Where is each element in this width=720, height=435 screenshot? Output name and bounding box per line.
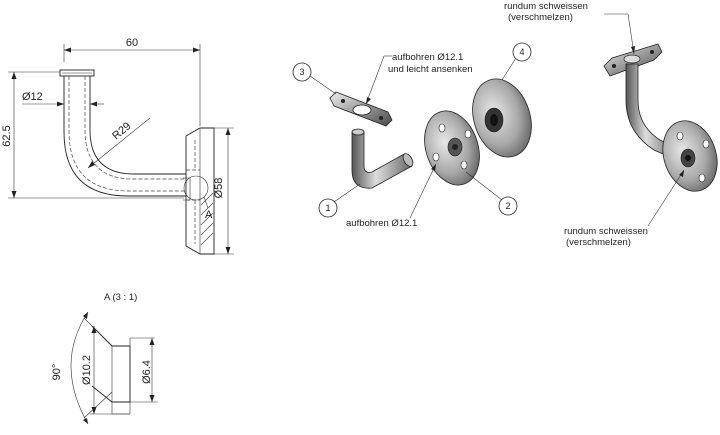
section-ref-label: A <box>205 209 213 221</box>
part-1-bent-tube <box>351 128 414 189</box>
dim-bend-radius: R29 <box>110 120 133 142</box>
callout-4: 4 <box>501 42 532 81</box>
svg-text:aufbohren Ø12.1: aufbohren Ø12.1 <box>346 218 417 229</box>
detail-profile <box>91 325 131 403</box>
detail-title: A (3 : 1) <box>104 292 137 303</box>
svg-text:3: 3 <box>299 67 304 77</box>
exploded-view <box>329 78 532 189</box>
callout-1: 1 <box>318 183 361 218</box>
side-view: 60 62.5 Ø12 R29 Ø58 A <box>1 37 234 255</box>
detail-a: A (3 : 1) 90° Ø10.2 Ø6.4 <box>51 292 158 425</box>
note-drill-countersink: aufbohren Ø12.1 und leicht ansenken <box>365 52 473 105</box>
svg-text:4: 4 <box>519 47 524 57</box>
note-drill: aufbohren Ø12.1 <box>346 163 437 229</box>
note-weld-top: rundum schweissen (verschmelzen) <box>504 1 635 55</box>
dim-width: 60 <box>126 37 138 49</box>
detail-outer-diameter: Ø10.2 <box>81 355 93 385</box>
svg-text:(verschmelzen): (verschmelzen) <box>566 237 631 248</box>
callout-3: 3 <box>292 62 337 95</box>
tube-outline <box>63 74 186 197</box>
svg-text:2: 2 <box>505 201 510 211</box>
svg-text:und leicht ansenken: und leicht ansenken <box>388 64 473 75</box>
tube-bore-hidden <box>68 76 186 192</box>
svg-text:1: 1 <box>325 203 330 213</box>
detail-inner-diameter: Ø6.4 <box>141 360 153 384</box>
assembled-view <box>603 43 718 192</box>
dim-plate-diameter: Ø58 <box>213 178 225 199</box>
svg-text:rundum schweissen: rundum schweissen <box>564 226 648 237</box>
dim-tube-diameter: Ø12 <box>22 91 43 103</box>
part-2-base-plate <box>424 110 480 186</box>
svg-text:rundum schweissen: rundum schweissen <box>504 1 588 12</box>
dim-height: 62.5 <box>1 125 13 146</box>
detail-angle: 90° <box>51 364 63 381</box>
callout-2: 2 <box>465 171 518 216</box>
svg-text:(verschmelzen): (verschmelzen) <box>508 12 573 23</box>
svg-text:aufbohren Ø12.1: aufbohren Ø12.1 <box>392 52 463 63</box>
part-3-saddle-plate <box>329 91 393 127</box>
part-4-cover-rosette <box>472 78 532 158</box>
note-weld-right: rundum schweissen (verschmelzen) <box>564 169 685 248</box>
